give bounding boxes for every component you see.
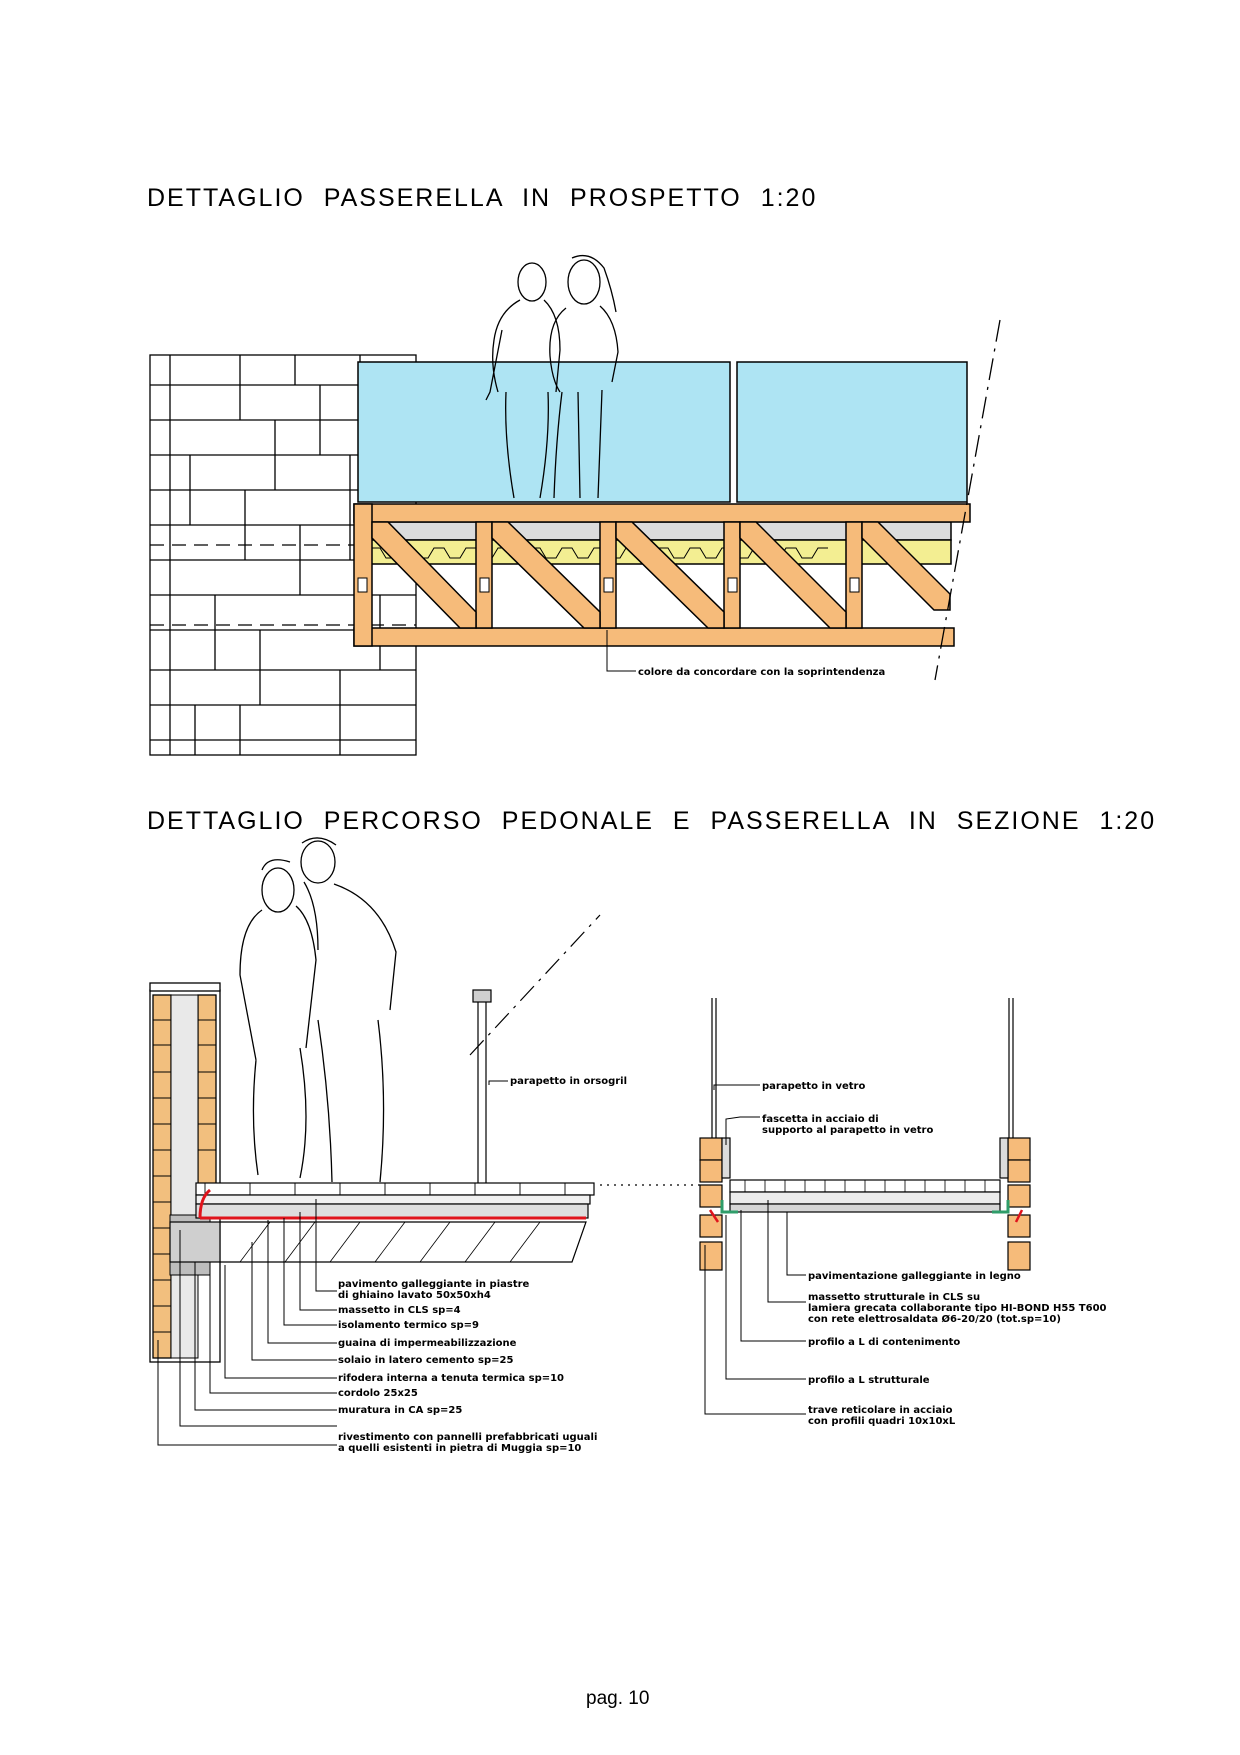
orsogril-post (472, 989, 492, 1183)
bridge-section-labels: parapetto in vetro fascetta in acciaio d… (762, 1081, 1107, 1427)
label-fascetta-2: supporto al parapetto in vetro (762, 1125, 933, 1136)
section-title: DETTAGLIO PERCORSO PEDONALE E PASSERELLA… (147, 807, 1157, 835)
label-colore: colore da concordare con la soprintenden… (606, 630, 885, 678)
label-rivestimento-2: a quelli esistenti in pietra di Muggia s… (338, 1443, 581, 1454)
label-cordolo: cordolo 25x25 (338, 1388, 418, 1399)
label-muratura: muratura in CA sp=25 (338, 1405, 462, 1416)
people-figures-elevation (485, 254, 619, 499)
label-isolamento: isolamento termico sp=9 (338, 1320, 479, 1331)
label-trave-2: con profili quadri 10x10xL (808, 1416, 956, 1427)
elevation-title: DETTAGLIO PASSERELLA IN PROSPETTO 1:20 (147, 184, 818, 212)
section-left-labels: parapetto in orsogril pavimento galleggi… (338, 1076, 627, 1454)
label-pavimento-2: di ghiaino lavato 50x50xh4 (338, 1290, 491, 1301)
glass-parapet (357, 361, 968, 503)
label-profilo-str: profilo a L strutturale (808, 1375, 930, 1386)
label-profilo-cont: profilo a L di contenimento (808, 1337, 960, 1348)
label-rivestimento-1: rivestimento con pannelli prefabbricati … (338, 1432, 597, 1443)
bridge-section (699, 998, 1031, 1271)
label-pavimento-1: pavimento galleggiante in piastre (338, 1279, 530, 1290)
label-solaio: solaio in latero cemento sp=25 (338, 1355, 513, 1366)
page-number: pag. 10 (586, 1688, 650, 1709)
label-rifodera: rifodera interna a tenuta termica sp=10 (338, 1373, 564, 1384)
label-massetto-str-1: massetto strutturale in CLS su (808, 1292, 980, 1303)
label-trave-1: trave reticolare in acciaio (808, 1405, 953, 1416)
label-pav-legno: pavimentazione galleggiante in legno (808, 1271, 1021, 1282)
label-guaina: guaina di impermeabilizzazione (338, 1338, 517, 1349)
label-fascetta-1: fascetta in acciaio di (762, 1114, 879, 1125)
truss-bridge (353, 319, 1001, 681)
label-parapetto-orsogril: parapetto in orsogril (510, 1076, 627, 1087)
section-left-leaders (157, 1080, 508, 1446)
floor-section (169, 914, 700, 1263)
people-figures-section (239, 837, 397, 1183)
label-parapetto-vetro: parapetto in vetro (762, 1081, 865, 1092)
wall-section (149, 982, 221, 1363)
label-massetto-str-2: lamiera grecata collaborante tipo HI-BON… (808, 1303, 1107, 1314)
label-massetto: massetto in CLS sp=4 (338, 1305, 461, 1316)
label-colore-text: colore da concordare con la soprintenden… (638, 667, 885, 678)
label-massetto-str-3: con rete elettrosaldata Ø6-20/20 (tot.sp… (808, 1313, 1061, 1325)
bridge-section-leaders (704, 1084, 806, 1415)
